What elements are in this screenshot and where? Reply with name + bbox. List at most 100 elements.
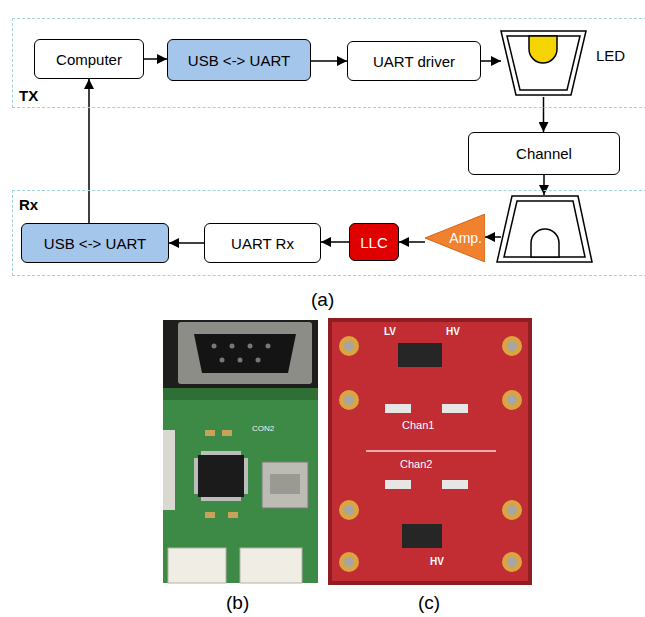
photodetector-symbol	[504, 201, 585, 257]
pcb-photo	[205, 430, 215, 436]
silkscreen-text: Chan1	[402, 419, 434, 431]
signal-arrow	[88, 79, 90, 223]
pcb-photo	[222, 430, 232, 436]
level-shifter-photo	[344, 557, 354, 567]
level-shifter-photo	[507, 557, 517, 567]
pcb-photo	[194, 458, 198, 494]
llc-box: LLC	[349, 223, 399, 261]
level-shifter-photo	[385, 480, 411, 489]
signal-arrow	[543, 175, 545, 195]
silkscreen-text: LV	[384, 326, 396, 337]
pcb-photo	[201, 497, 241, 501]
silkscreen-text: CON2	[252, 424, 274, 433]
photodetector-symbol	[497, 196, 592, 262]
panel-label: (b)	[226, 592, 249, 614]
level-shifter-photo	[344, 395, 354, 405]
photodetector-symbol	[531, 229, 559, 257]
level-shifter-photo	[339, 552, 359, 572]
channel-box: Channel	[468, 132, 620, 175]
signal-arrow	[321, 241, 349, 243]
led-outline	[501, 29, 586, 97]
signal-arrow	[543, 97, 545, 132]
panel-label: (a)	[311, 289, 334, 311]
pcb-photo	[198, 455, 244, 497]
level-shifter-photo	[402, 524, 442, 548]
amplifier-triangle	[425, 214, 485, 262]
box-label: Channel	[516, 145, 572, 162]
pcb-photo	[205, 512, 215, 518]
pcb-photo	[178, 322, 312, 384]
pcb-photo	[220, 358, 225, 363]
level-shifter-photo	[366, 450, 496, 452]
level-shifter-photo	[507, 395, 517, 405]
pcb-photo	[163, 320, 318, 583]
level-shifter-photo	[507, 505, 517, 515]
level-shifter-photo	[398, 343, 442, 367]
box-label: USB <-> UART	[188, 52, 290, 69]
level-shifter-photo	[502, 390, 522, 410]
level-shifter-photo	[502, 500, 522, 520]
led-dome	[529, 36, 557, 63]
process-box: UART Rx	[204, 223, 321, 263]
level-shifter-photo	[339, 336, 359, 356]
signal-arrow	[144, 58, 167, 60]
pcb-photo	[230, 344, 235, 349]
pcb-photo	[228, 512, 238, 518]
signal-arrow	[481, 60, 501, 62]
level-shifter-photo	[344, 505, 354, 515]
pcb-photo	[163, 388, 318, 400]
pcb-photo	[270, 474, 300, 494]
silkscreen-text: Chan2	[400, 458, 432, 470]
pcb-photo	[201, 451, 241, 455]
pcb-photo	[240, 548, 302, 583]
amplifier-triangle: Amp.	[425, 214, 486, 262]
pcb-photo	[238, 358, 243, 363]
converter-box: USB <-> UART	[21, 223, 169, 263]
system-region: RxAmp. LLC UART Rx USB <-> UART	[12, 190, 645, 276]
level-shifter-photo	[339, 500, 359, 520]
system-region: TX Computer USB <-> UART UART driver LED	[12, 18, 645, 108]
amplifier-label: Amp.	[449, 230, 482, 246]
signal-arrow	[311, 60, 347, 62]
silkscreen-text: HV	[430, 556, 444, 567]
level-shifter-photo	[502, 552, 522, 572]
signal-arrow	[399, 241, 425, 243]
component-label: LED	[596, 47, 625, 64]
pcb-photo	[194, 334, 296, 373]
silkscreen-text: HV	[446, 326, 460, 337]
pcb-photo	[163, 430, 175, 510]
pcb-photo	[163, 320, 318, 583]
photodetector-symbol	[497, 196, 592, 262]
box-label: UART driver	[373, 53, 455, 70]
process-box: Computer	[34, 39, 144, 79]
level-shifter-photo	[330, 320, 530, 583]
level-shifter-photo	[339, 390, 359, 410]
box-label: Computer	[56, 51, 122, 68]
led-outline	[507, 36, 580, 90]
led-symbol: LED	[501, 29, 586, 97]
signal-arrow	[169, 242, 204, 244]
pcb-photo	[244, 458, 248, 494]
pcb-photo	[248, 344, 253, 349]
box-label: UART Rx	[231, 235, 294, 252]
signal-arrow	[485, 236, 501, 238]
pcb-photo	[266, 344, 271, 349]
level-shifter-photo	[507, 341, 517, 351]
level-shifter-photo	[330, 320, 530, 583]
pcb-photo	[168, 548, 226, 583]
led-outline	[501, 31, 586, 95]
level-shifter-photo	[442, 480, 468, 489]
region-label: Rx	[19, 196, 38, 213]
pcb-photo	[256, 358, 261, 363]
level-shifter-photo	[344, 341, 354, 351]
level-shifter-photo	[385, 404, 411, 413]
region-label: TX	[19, 87, 38, 104]
box-label: LLC	[360, 234, 388, 251]
converter-box: USB <-> UART	[167, 39, 311, 81]
level-shifter-photo	[330, 320, 530, 583]
pcb-photo	[163, 388, 318, 583]
box-label: USB <-> UART	[44, 235, 146, 252]
pcb-photo	[262, 462, 308, 508]
panel-label: (c)	[418, 592, 440, 614]
process-box: UART driver	[347, 41, 481, 81]
